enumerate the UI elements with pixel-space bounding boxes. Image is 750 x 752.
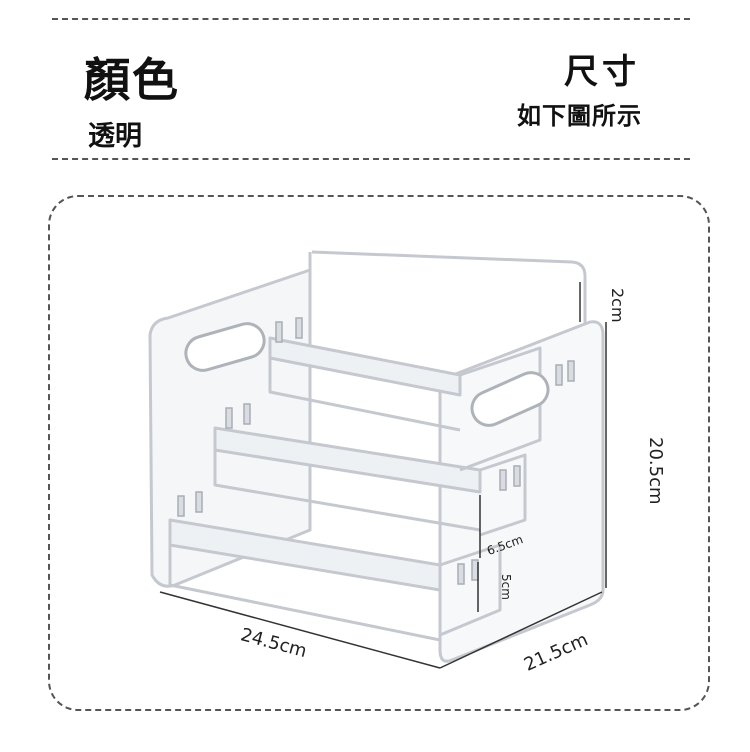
size-heading: 尺寸 [564, 52, 640, 92]
depth-dimension-line [439, 591, 603, 669]
tier-low [168, 518, 442, 592]
height-label: 20.5cm [645, 437, 666, 505]
top-gap-label: 2cm [608, 288, 627, 323]
front-height-label: 5cm [499, 574, 513, 600]
width-dimension-line [159, 591, 441, 669]
product-frame [48, 195, 710, 711]
tier-top [268, 336, 462, 397]
depth-label: 21.5cm [521, 629, 591, 676]
size-value: 如下圖所示 [517, 102, 642, 130]
right-handle [470, 371, 550, 427]
tier-mid [213, 426, 482, 494]
color-heading: 顏色 [84, 53, 180, 107]
left-handle [184, 322, 266, 372]
color-value: 透明 [88, 121, 142, 152]
top-divider [52, 18, 690, 20]
middle-divider [52, 158, 690, 160]
